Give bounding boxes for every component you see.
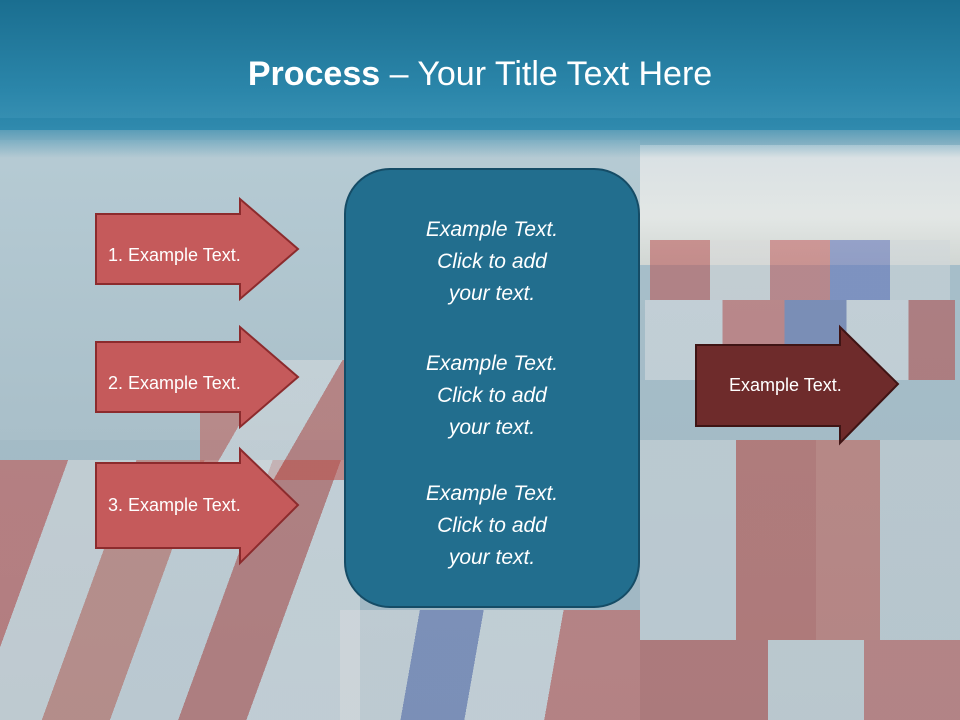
slide-title-rest: – Your Title Text Here [380, 55, 713, 93]
block-line: your text. [448, 416, 536, 439]
block-line: Example Text. [425, 352, 559, 375]
center-text-block-1: Example Text. Click to add your text. [346, 214, 638, 310]
block-line: Click to add [437, 514, 547, 537]
container-stack [340, 610, 640, 720]
arrow-shape [695, 324, 900, 446]
left-arrow-1-label: 1. Example Text. [108, 245, 241, 265]
left-arrow-2: 2. Example Text. [95, 324, 300, 430]
title-bar-fade [0, 118, 960, 158]
left-arrow-1: 1. Example Text. [95, 196, 300, 302]
block-line: Click to add [437, 250, 547, 273]
center-text-box: Example Text. Click to add your text. Ex… [344, 168, 640, 608]
block-line: Click to add [437, 384, 547, 407]
center-text-block-2: Example Text. Click to add your text. [346, 348, 638, 444]
block-line: Example Text. [425, 482, 559, 505]
arrow-shape [95, 446, 300, 566]
container-stack [650, 240, 950, 300]
arrow-shape [95, 324, 300, 430]
container-stack [640, 440, 960, 640]
slide-title-bold: Process [247, 55, 381, 93]
container-stack [640, 640, 960, 720]
block-line: your text. [448, 546, 536, 569]
center-text-block-3: Example Text. Click to add your text. [346, 478, 638, 574]
block-line: Example Text. [425, 218, 559, 241]
slide-title: Process – Your Title Text Here [0, 52, 960, 96]
left-arrow-3-label: 3. Example Text. [108, 495, 241, 515]
title-bar [0, 0, 960, 130]
block-line: your text. [448, 282, 536, 305]
arrow-shape [95, 196, 300, 302]
left-arrow-3: 3. Example Text. [95, 446, 300, 566]
right-arrow-label: Example Text. [729, 375, 842, 395]
left-arrow-2-label: 2. Example Text. [108, 373, 241, 393]
right-arrow: Example Text. [695, 324, 900, 446]
